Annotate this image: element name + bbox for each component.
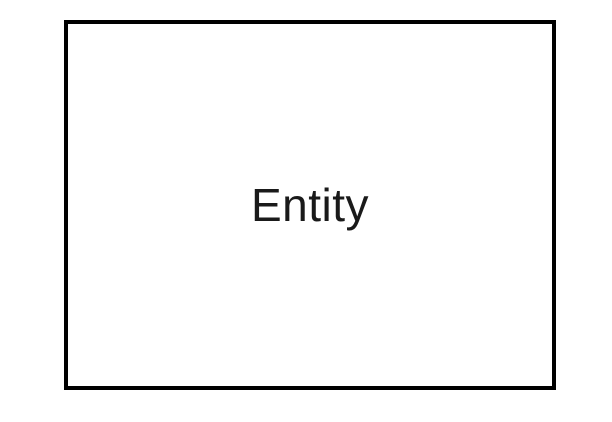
entity-label: Entity <box>250 179 370 231</box>
entity-box[interactable]: Entity <box>64 20 556 390</box>
